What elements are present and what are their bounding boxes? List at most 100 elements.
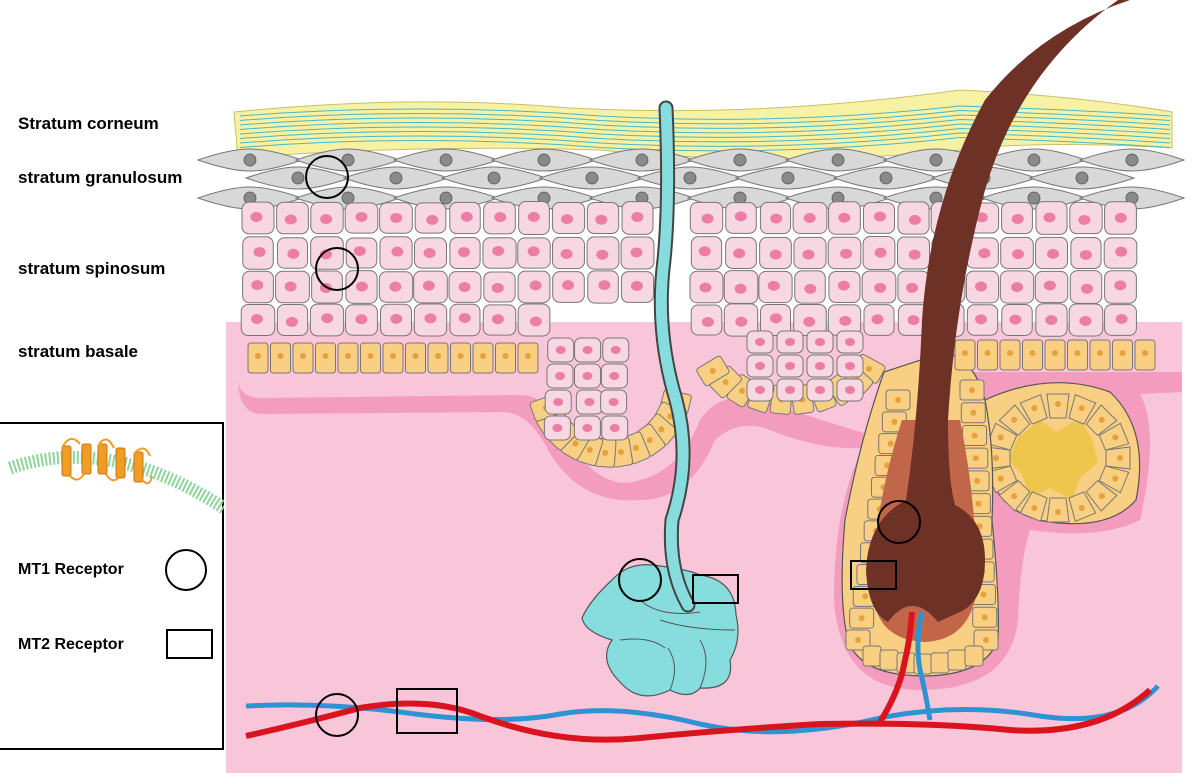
basal-cell-nucleus — [962, 350, 968, 356]
follicle-cell-nucleus — [884, 462, 891, 469]
sebaceous-cell — [986, 422, 1018, 451]
label-stratum-basale: stratum basale — [18, 342, 138, 361]
follicle-cell-nucleus — [862, 593, 869, 600]
spinous-cell-nucleus — [1009, 314, 1022, 325]
spinous-cell-nucleus — [845, 386, 855, 394]
granular-cell-nucleus — [929, 153, 943, 167]
spinous-cell-nucleus — [734, 211, 747, 222]
spinous-cell-nucleus — [785, 386, 795, 394]
mt2-marker-sweat-gland — [692, 574, 739, 604]
spinous-cell-nucleus — [769, 313, 782, 324]
spinous-cell-nucleus — [974, 281, 987, 292]
corneum-line — [239, 105, 1171, 120]
spinous-cell-nucleus — [975, 314, 988, 325]
follicle-cell-nucleus — [970, 409, 977, 416]
spinous-cell-nucleus — [975, 212, 988, 223]
spinous-cell-nucleus — [391, 246, 404, 257]
basal-cell-nucleus — [1029, 350, 1036, 356]
spinous-cell-nucleus — [839, 315, 852, 326]
spinous-cell-nucleus — [906, 282, 919, 293]
basal-cell-nucleus — [1097, 350, 1103, 356]
spinous-cell-nucleus — [1047, 248, 1060, 259]
basal-cell-nucleus — [345, 353, 351, 359]
spinous-cell-nucleus — [785, 338, 795, 346]
basal-cell-nucleus — [457, 353, 464, 359]
spinous-cell-nucleus — [287, 248, 300, 259]
sebaceous-cell — [1098, 422, 1130, 451]
spinous-cell-nucleus — [1011, 282, 1024, 293]
granular-cell-nucleus — [831, 153, 845, 167]
basal-cell-nucleus — [322, 353, 329, 359]
sebaceous-cell — [1085, 479, 1118, 512]
spinous-cell-nucleus — [1043, 212, 1056, 223]
spinous-cell-nucleus — [285, 316, 298, 327]
spinous-cell-nucleus — [560, 249, 573, 260]
spinous-cell-nucleus — [1079, 315, 1092, 326]
label-stratum-spinosum: stratum spinosum — [18, 259, 166, 278]
spinous-cell-nucleus — [319, 249, 332, 260]
sebaceous-cell — [1068, 393, 1097, 425]
spinous-cell-nucleus — [978, 248, 991, 259]
spinous-cell-nucleus — [529, 316, 542, 327]
legend-mt2-label: MT2 Receptor — [18, 636, 124, 653]
spinous-cell-nucleus — [1081, 283, 1094, 294]
legend-box: MT1 Receptor MT2 Receptor — [0, 422, 224, 750]
spinous-cell-nucleus — [815, 338, 825, 346]
basal-cell-nucleus — [277, 353, 284, 359]
stratum-spinosum — [240, 201, 1138, 337]
spinous-cell-nucleus — [698, 246, 711, 257]
sebaceous-cell — [1046, 393, 1070, 419]
granular-cell-nucleus — [683, 171, 697, 185]
receptor-icon — [61, 437, 153, 485]
spinous-cell-nucleus — [1078, 214, 1091, 225]
sebaceous-cell — [1019, 491, 1048, 523]
sebaceous-cell — [1105, 446, 1131, 470]
sebaceous-cell — [1085, 404, 1118, 437]
spinous-cell-nucleus — [250, 211, 263, 222]
rete-ridge-cells — [529, 330, 886, 468]
basal-cell-nucleus — [502, 353, 509, 359]
label-stratum-granulosum: stratum granulosum — [18, 168, 183, 187]
follicle-cell-nucleus — [975, 500, 982, 507]
spinous-cell-nucleus — [873, 211, 886, 222]
granular-cell-nucleus — [439, 191, 453, 205]
spinous-cell-nucleus — [529, 280, 542, 291]
mt1-marker-spinosum — [315, 247, 359, 291]
sweat-duct-lumen — [655, 102, 694, 611]
spinous-cell-nucleus — [595, 214, 608, 225]
follicle-cell — [964, 645, 984, 667]
spinous-cell-nucleus — [803, 212, 816, 223]
spinous-cell-nucleus — [321, 313, 334, 324]
basal-cell-nucleus — [1119, 350, 1126, 356]
basal-cell-nucleus — [1074, 350, 1081, 356]
spinous-cell-nucleus — [630, 247, 643, 258]
sebaceous-cell — [998, 479, 1031, 512]
spinous-cell-nucleus — [458, 282, 471, 293]
spinous-cell-nucleus — [562, 280, 575, 291]
spinous-cell-nucleus — [584, 398, 595, 406]
corneum-line — [239, 127, 1171, 143]
mt1-marker-granulosum — [305, 155, 349, 199]
spinous-cell-nucleus — [735, 316, 748, 327]
spinous-cell-nucleus — [770, 213, 783, 224]
spinous-cell-nucleus — [598, 280, 611, 291]
follicle-cell — [930, 652, 950, 674]
spinous-cell-nucleus — [253, 247, 266, 258]
mt1-marker-vessel — [315, 693, 359, 737]
spinous-cell-nucleus — [609, 424, 620, 432]
spinous-cell-nucleus — [1045, 315, 1058, 326]
follicle-cell-nucleus — [974, 477, 981, 484]
basal-cell-nucleus — [255, 353, 261, 359]
spinous-cell-nucleus — [389, 281, 402, 292]
granular-cell-nucleus — [781, 171, 795, 185]
corneum-line — [239, 114, 1171, 129]
spinous-cell-nucleus — [785, 362, 795, 370]
spinous-cell-nucleus — [1114, 280, 1127, 291]
spinous-cell-nucleus — [554, 372, 565, 380]
granular-cell-nucleus — [243, 153, 257, 167]
spinous-cell-nucleus — [1079, 249, 1092, 260]
artery-branch — [877, 611, 915, 724]
spinous-cell-nucleus — [1012, 249, 1025, 260]
spinous-cell-nucleus — [845, 338, 855, 346]
